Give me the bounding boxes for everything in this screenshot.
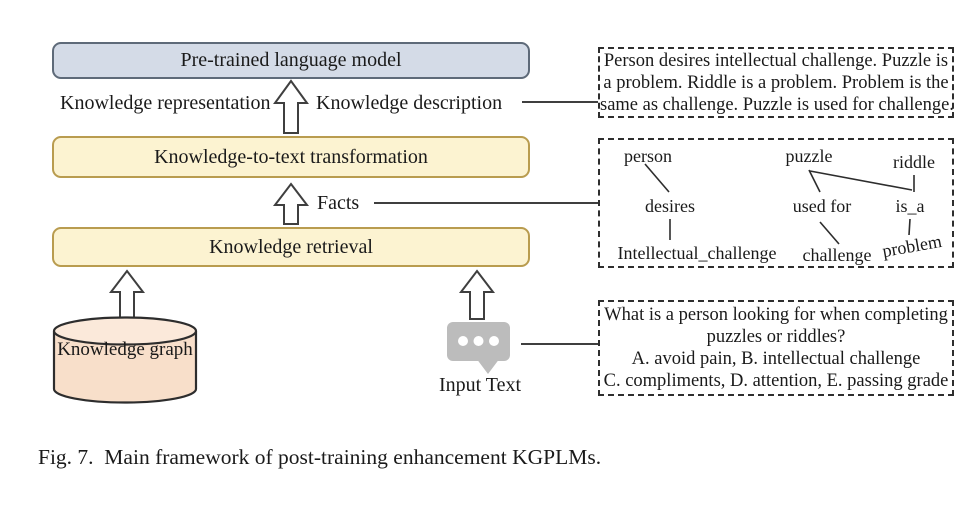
- knowledge-description-box: Person desires intellectual challenge. P…: [598, 47, 954, 118]
- knowledge-retrieval-box: Knowledge retrieval: [52, 227, 530, 267]
- graph-node-is-a: is_a: [895, 196, 925, 216]
- graph-node-person: person: [624, 146, 672, 166]
- text-line: What is a person looking for when comple…: [604, 305, 948, 325]
- text-line: C. compliments, D. attention, E. passing…: [603, 371, 949, 391]
- figure-caption: Fig. 7. Main framework of post-training …: [38, 445, 602, 469]
- up-arrow-icon: [273, 79, 309, 134]
- knowledge-retrieval-label: Knowledge retrieval: [209, 235, 373, 258]
- knowledge-representation-label: Knowledge representation: [60, 92, 271, 114]
- text-line: same as challenge. Puzzle is used for ch…: [600, 94, 954, 115]
- knowledge-to-text-box: Knowledge-to-text transformation: [52, 136, 530, 178]
- graph-node-intellectual-challenge: Intellectual_challenge: [617, 243, 777, 263]
- graph-node-challenge: challenge: [802, 245, 872, 265]
- graph-node-used-for: used for: [792, 196, 852, 216]
- facts-label: Facts: [317, 192, 360, 214]
- graph-node-desires: desires: [645, 196, 695, 216]
- knowledge-description-label: Knowledge description: [316, 92, 503, 114]
- up-arrow-icon: [272, 182, 310, 225]
- graph-node-puzzle: puzzle: [785, 146, 833, 166]
- text-line: Person desires intellectual challenge. P…: [603, 50, 949, 71]
- knowledge-graph-label: Knowledge graph: [57, 339, 193, 360]
- pretrained-language-model-box: Pre-trained language model: [52, 42, 530, 79]
- text-line: puzzles or riddles?: [706, 327, 846, 347]
- knowledge-to-text-label: Knowledge-to-text transformation: [154, 145, 428, 168]
- up-arrow-icon: [458, 269, 496, 320]
- chat-bubble-icon: [447, 322, 510, 374]
- text-line: A. avoid pain, B. intellectual challenge: [631, 349, 921, 369]
- input-question-box: What is a person looking for when comple…: [598, 300, 954, 396]
- graph-edges: [644, 163, 915, 245]
- up-arrow-icon: [108, 269, 146, 319]
- pretrained-language-model-label: Pre-trained language model: [180, 49, 402, 71]
- facts-graph-box: person puzzle riddle desires used for is…: [598, 138, 954, 268]
- text-line: a problem. Riddle is a problem. Problem …: [603, 72, 949, 93]
- input-text-label: Input Text: [438, 374, 522, 396]
- graph-node-riddle: riddle: [893, 152, 935, 172]
